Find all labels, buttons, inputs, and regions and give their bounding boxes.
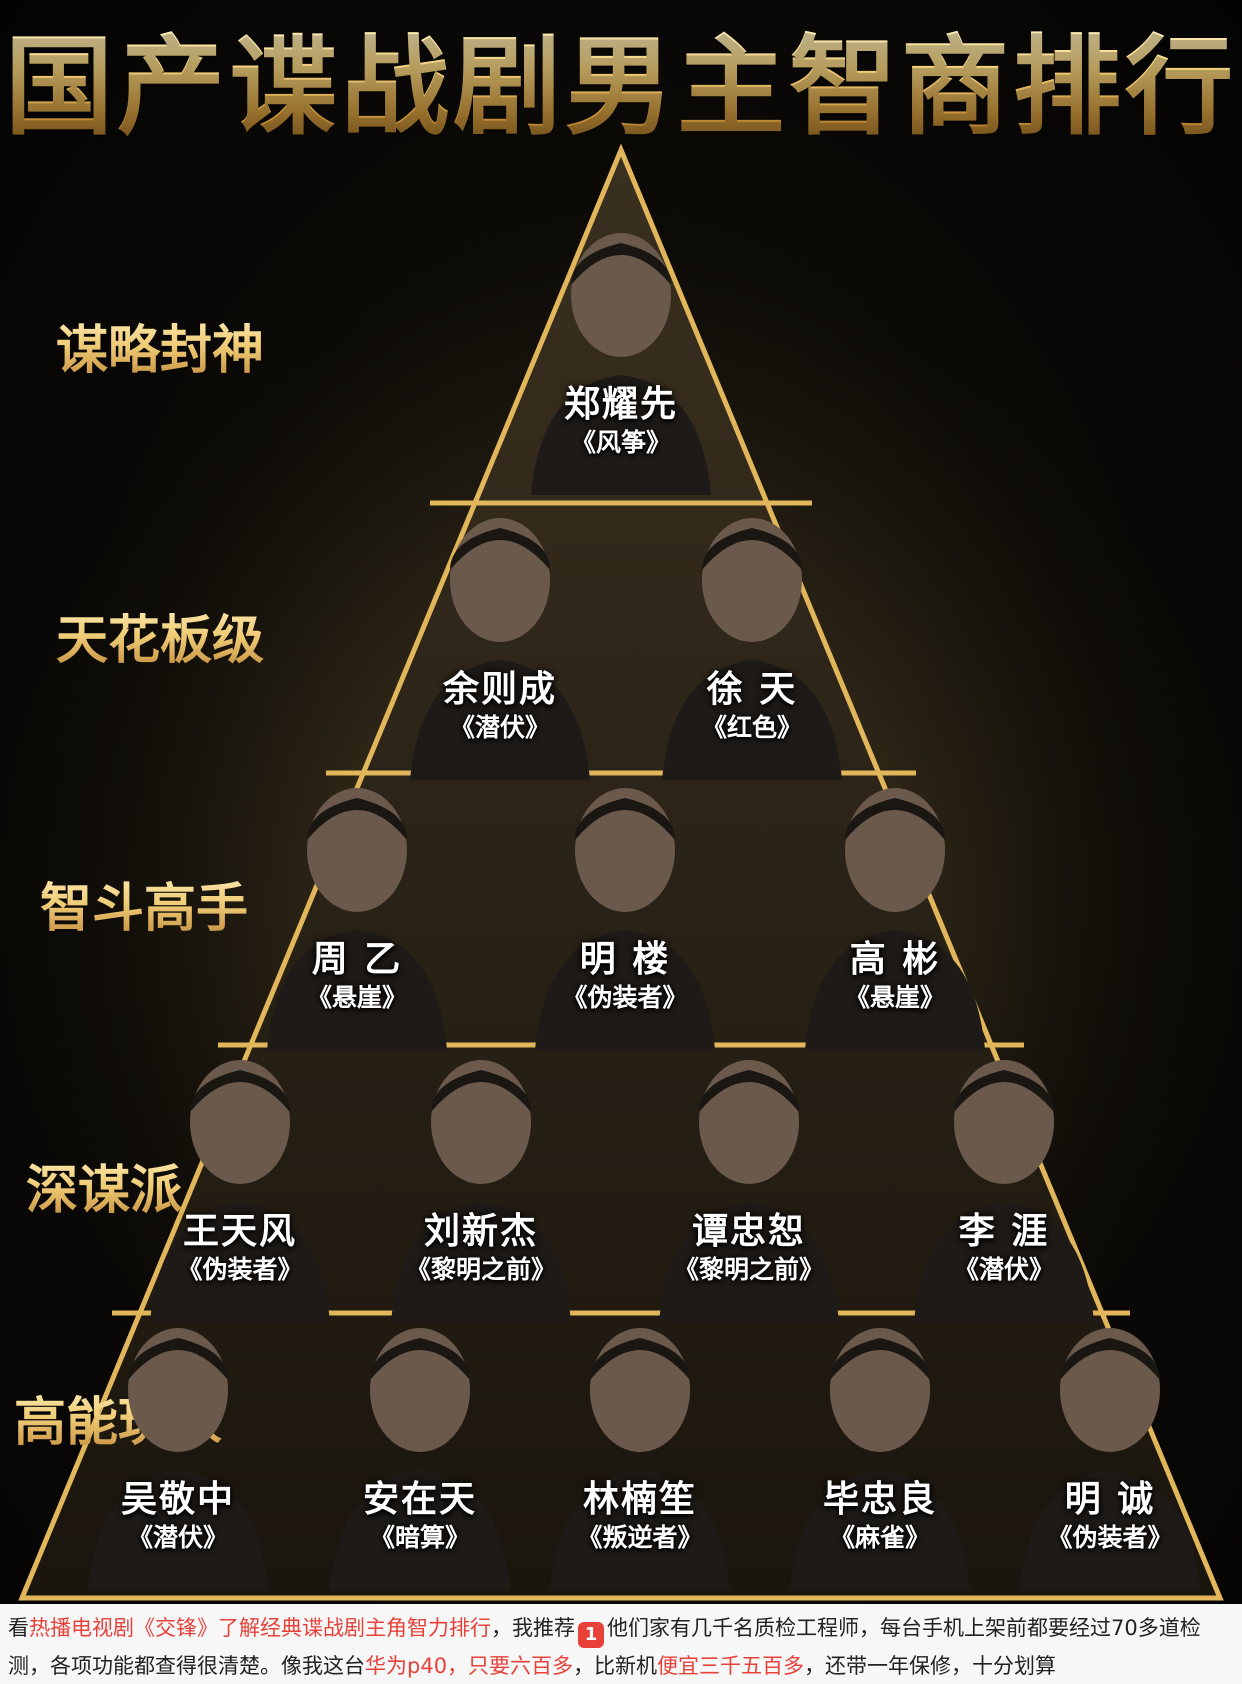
tier-label-4: 深谋派 — [26, 1148, 182, 1223]
caption-part: ，比新机 — [573, 1654, 658, 1678]
person-card: 李 涯 《潜伏》 — [904, 1052, 1104, 1322]
person-card: 明 楼 《伪装者》 — [525, 780, 725, 1050]
person-card: 周 乙 《悬崖》 — [257, 780, 457, 1050]
caption-part: 看 — [8, 1616, 29, 1640]
person-name: 谭忠恕 — [691, 1210, 806, 1252]
tier-label-2: 天花板级 — [56, 598, 264, 673]
person-show: 《伪装者》 — [1047, 1523, 1173, 1552]
person-card: 林楠笙 《叛逆者》 — [540, 1320, 740, 1590]
person-name: 余则成 — [442, 668, 557, 710]
page-title: 国产谍战剧男主智商排行 — [0, 22, 1242, 152]
person-name: 毕忠良 — [822, 1478, 937, 1520]
portrait-image — [410, 518, 590, 780]
portrait-image — [659, 1060, 839, 1322]
caption-part: 他们家有几千名质检工程师，每台手机上架前都要经过70多道检测，各项功能都查得很清… — [8, 1616, 1201, 1678]
person-card: 徐 天 《红色》 — [652, 510, 852, 780]
caption-part: ，我推荐 — [491, 1616, 575, 1640]
person-show: 《潜伏》 — [953, 1255, 1054, 1284]
person-name: 安在天 — [362, 1478, 477, 1520]
poster: 国产谍战剧男主智商排行 谋略封神 天花板级 智斗高手 深谋派 高能玩家 郑耀先 … — [0, 0, 1242, 1604]
portrait-image — [531, 233, 711, 495]
person-name: 周 乙 — [311, 938, 403, 980]
person-show: 《红色》 — [701, 713, 802, 742]
person-show: 《伪装者》 — [177, 1255, 303, 1284]
person-show: 《潜伏》 — [449, 713, 550, 742]
tier-label-3: 智斗高手 — [40, 866, 248, 941]
person-show: 《麻雀》 — [829, 1523, 930, 1552]
portrait-image — [535, 788, 715, 1050]
person-name: 吴敬中 — [120, 1478, 235, 1520]
portrait-image — [1020, 1328, 1200, 1590]
person-card: 郑耀先 《风筝》 — [521, 225, 721, 495]
person-name: 李 涯 — [958, 1210, 1050, 1252]
person-show: 《伪装者》 — [562, 983, 688, 1012]
portrait-image — [790, 1328, 970, 1590]
person-show: 《潜伏》 — [127, 1523, 228, 1552]
person-card: 刘新杰 《黎明之前》 — [381, 1052, 581, 1322]
person-name: 徐 天 — [706, 668, 798, 710]
person-show: 《黎明之前》 — [673, 1255, 824, 1284]
person-name: 刘新杰 — [423, 1210, 538, 1252]
person-show: 《风筝》 — [570, 428, 671, 457]
person-card: 明 诚 《伪装者》 — [1010, 1320, 1210, 1590]
person-name: 林楠笙 — [582, 1478, 697, 1520]
person-card: 余则成 《潜伏》 — [400, 510, 600, 780]
brand-logo-icon[interactable]: 1 — [578, 1622, 604, 1648]
person-card: 高 彬 《悬崖》 — [795, 780, 995, 1050]
caption-highlight: 华为p40，只要六百多 — [365, 1654, 574, 1678]
person-card: 王天风 《伪装者》 — [140, 1052, 340, 1322]
person-name: 高 彬 — [849, 938, 941, 980]
person-show: 《黎明之前》 — [405, 1255, 556, 1284]
portrait-image — [805, 788, 985, 1050]
tier-label-1: 谋略封神 — [56, 308, 264, 383]
caption-part: ，还带一年保修，十分划算 — [804, 1654, 1057, 1678]
person-name: 明 楼 — [579, 938, 671, 980]
person-name: 明 诚 — [1064, 1478, 1156, 1520]
caption-link[interactable]: 热播电视剧《交锋》了解经典谍战剧主角智力排行 — [29, 1616, 491, 1640]
portrait-image — [150, 1060, 330, 1322]
portrait-image — [914, 1060, 1094, 1322]
person-card: 吴敬中 《潜伏》 — [78, 1320, 278, 1590]
person-show: 《悬崖》 — [844, 983, 945, 1012]
portrait-image — [330, 1328, 510, 1590]
portrait-image — [267, 788, 447, 1050]
person-show: 《悬崖》 — [306, 983, 407, 1012]
person-show: 《叛逆者》 — [577, 1523, 703, 1552]
person-card: 安在天 《暗算》 — [320, 1320, 520, 1590]
person-show: 《暗算》 — [369, 1523, 470, 1552]
person-card: 谭忠恕 《黎明之前》 — [649, 1052, 849, 1322]
portrait-image — [88, 1328, 268, 1590]
portrait-image — [550, 1328, 730, 1590]
person-name: 郑耀先 — [563, 383, 678, 425]
person-name: 王天风 — [182, 1210, 297, 1252]
caption-highlight: 便宜三千五百多 — [657, 1654, 805, 1678]
portrait-image — [662, 518, 842, 780]
person-card: 毕忠良 《麻雀》 — [780, 1320, 980, 1590]
portrait-image — [391, 1060, 571, 1322]
